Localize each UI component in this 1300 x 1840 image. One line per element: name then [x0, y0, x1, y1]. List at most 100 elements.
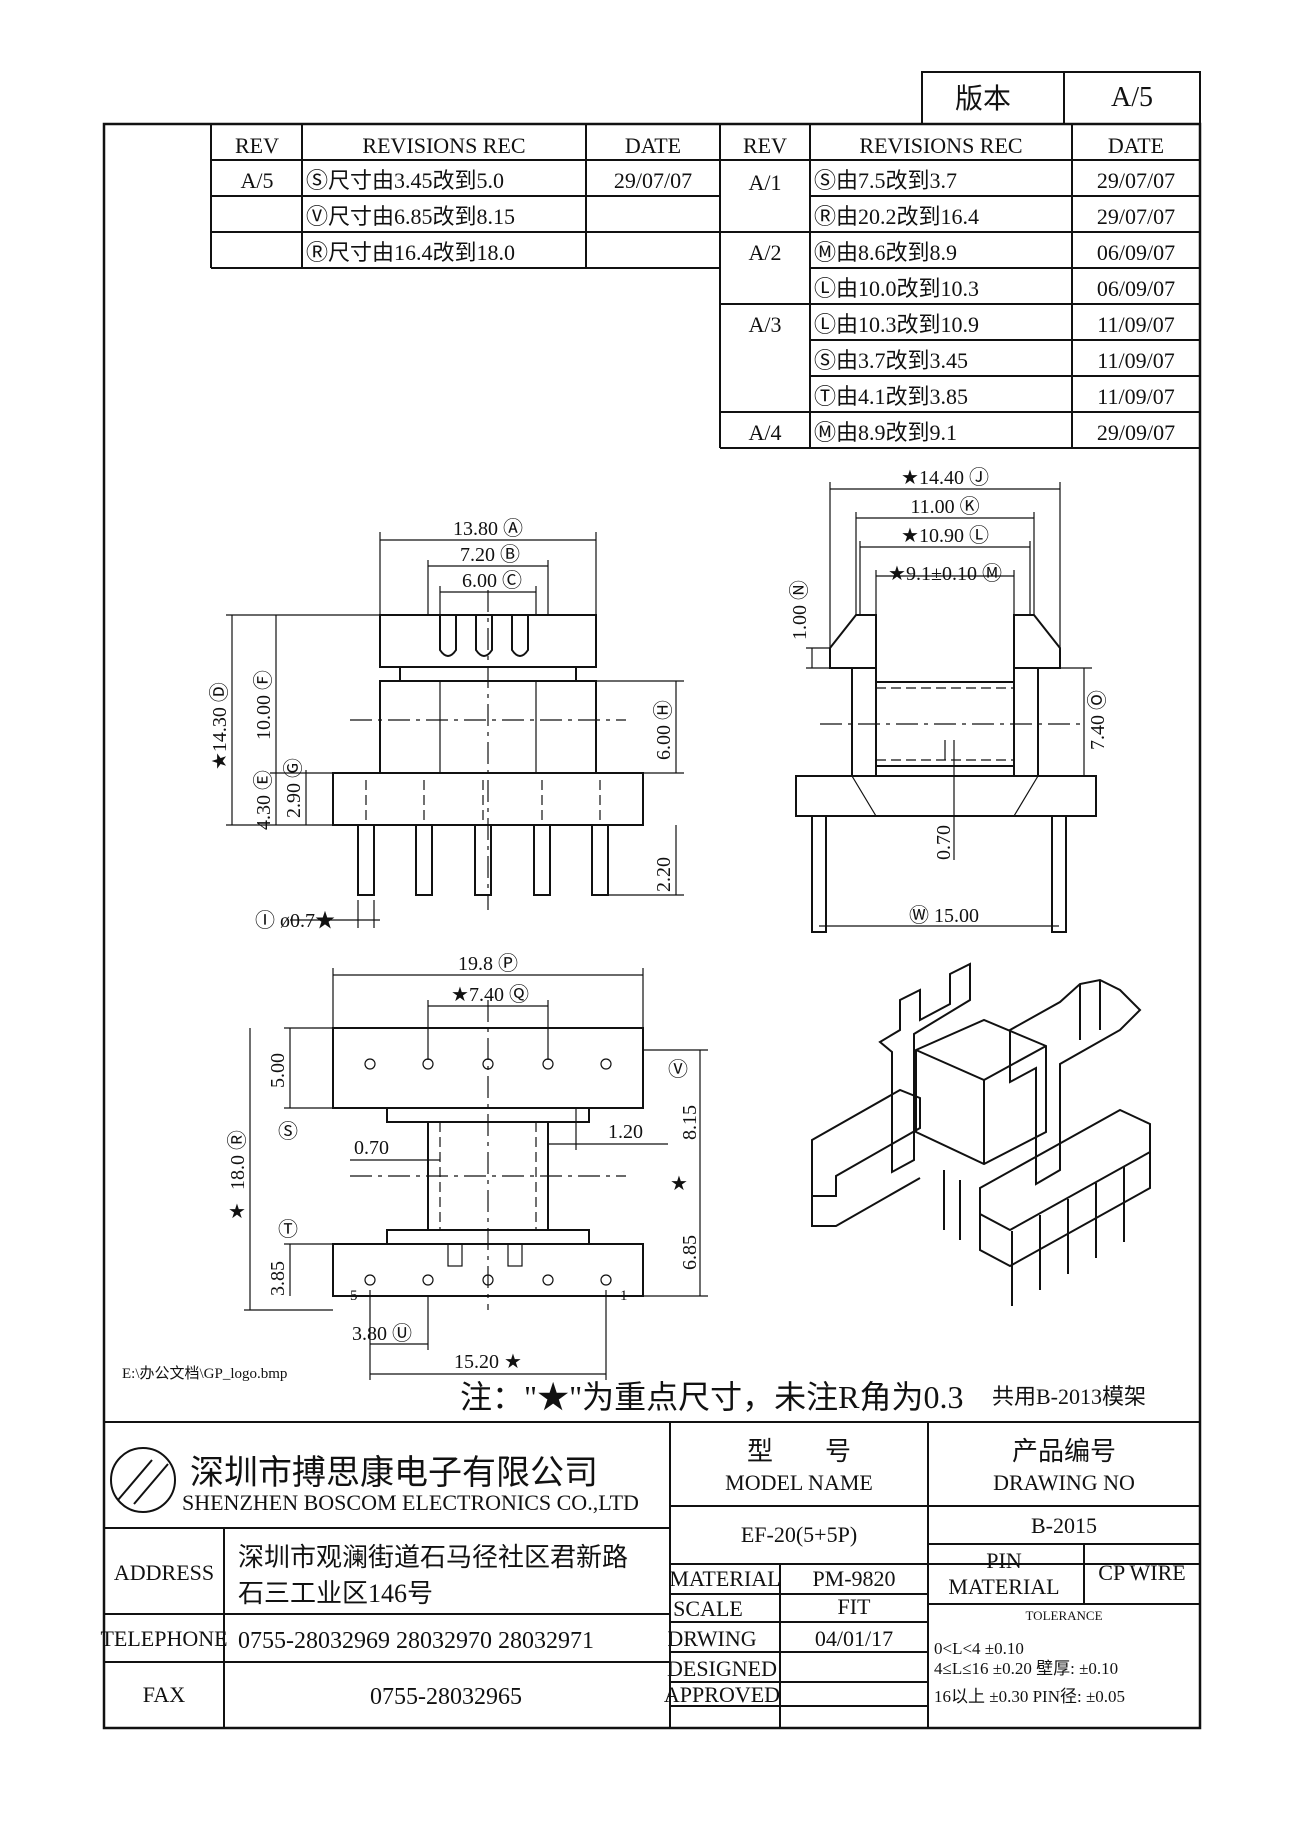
date-header: DATE — [1108, 133, 1164, 158]
title-block: 深圳市搏思康电子有限公司 SHENZHEN BOSCOM ELECTRONICS… — [100, 1422, 1200, 1728]
dim-j: ★14.40 Ⓙ — [901, 466, 989, 489]
rev-cell: A/5 — [241, 168, 274, 193]
dim-f: 10.00 Ⓕ — [252, 670, 275, 740]
dim-e: 4.30 Ⓔ — [252, 770, 275, 830]
pin-material-label1: PIN — [986, 1548, 1022, 1573]
telephone-label: TELEPHONE — [100, 1626, 227, 1651]
rec-cell: Ⓢ由7.5改到3.7 — [814, 168, 957, 193]
approved-label: APPROVED — [664, 1682, 780, 1707]
dim-r: 18.0 Ⓡ — [226, 1130, 249, 1190]
rev-cell: A/1 — [749, 170, 782, 195]
rev-cell: A/2 — [749, 240, 782, 265]
side-view: ★14.40 Ⓙ 11.00 Ⓚ ★10.90 Ⓛ ★9.1±0.10 Ⓜ 1.… — [788, 466, 1109, 933]
dim-q: ★7.40 Ⓠ — [451, 983, 529, 1006]
date-cell: 29/07/07 — [1097, 204, 1175, 229]
drawing-label-cn: 产品编号 — [1012, 1437, 1116, 1466]
dim-120: 1.20 — [608, 1121, 643, 1143]
fax-value: 0755-28032965 — [370, 1684, 522, 1710]
front-view: 13.80 Ⓐ 7.20 Ⓑ 6.00 Ⓒ ★14.30 Ⓓ 10.00 Ⓕ 4… — [208, 517, 684, 932]
rev-header: REV — [743, 133, 787, 158]
dim-m: ★9.1±0.10 Ⓜ — [888, 562, 1002, 585]
top-star: ★ — [228, 1201, 246, 1223]
rev-cell: A/3 — [749, 312, 782, 337]
dim-685: 6.85 — [679, 1235, 701, 1270]
rec-cell: Ⓣ由4.1改到3.85 — [814, 384, 968, 409]
rec-header: REVISIONS REC — [859, 133, 1022, 158]
designed-label: DESIGNED — [667, 1656, 777, 1681]
tolerance-row2: 4≤L≤16 ±0.20 壁厚: ±0.10 — [934, 1659, 1118, 1678]
date-cell: 11/09/07 — [1097, 312, 1174, 337]
dim-t: Ⓣ — [278, 1218, 298, 1241]
dim-815: 8.15 — [679, 1105, 701, 1140]
telephone-value: 0755-28032969 28032970 28032971 — [238, 1628, 594, 1654]
dim-u: 3.80 Ⓤ — [352, 1322, 412, 1345]
date-cell: 29/09/07 — [1097, 420, 1175, 445]
pin-1-label: 1 — [620, 1288, 628, 1304]
drwing-value: 04/01/17 — [815, 1626, 893, 1651]
dim-h: 6.00 Ⓗ — [652, 700, 675, 760]
dim-pin: 2.20 — [653, 857, 675, 892]
rec-cell: Ⓜ由8.9改到9.1 — [814, 420, 957, 445]
dim-g: 2.90 Ⓖ — [282, 758, 305, 818]
dim-l: ★10.90 Ⓛ — [901, 524, 989, 547]
dim-070-top: 0.70 — [354, 1137, 389, 1159]
revision-table-right: REV REVISIONS REC DATE A/1 Ⓢ由7.5改到3.7 29… — [719, 124, 1200, 449]
drawing-label-en: DRAWING NO — [993, 1470, 1135, 1495]
address-line1: 深圳市观澜街道石马径社区君新路 — [238, 1543, 628, 1572]
company-logo — [110, 1447, 176, 1513]
rec-header: REVISIONS REC — [362, 133, 525, 158]
rev-cell: A/4 — [749, 420, 782, 445]
dim-385: 3.85 — [267, 1261, 289, 1296]
scale-label: SCALE — [673, 1596, 743, 1621]
material-value: PM-9820 — [812, 1566, 895, 1591]
rec-cell: Ⓡ由20.2改到16.4 — [814, 204, 979, 229]
address-label: ADDRESS — [114, 1560, 214, 1585]
dim-c: 6.00 Ⓒ — [462, 569, 522, 592]
rec-cell: Ⓥ尺寸由6.85改到8.15 — [306, 204, 515, 229]
rec-cell: Ⓜ由8.6改到8.9 — [814, 240, 957, 265]
note-text: 注："★"为重点尺寸，未注R角为0.3 — [460, 1379, 963, 1415]
shared-frame-text: 共用B-2013模架 — [992, 1384, 1146, 1409]
drawing-value: B-2015 — [1031, 1513, 1097, 1538]
material-label: MATERIAL — [669, 1566, 780, 1591]
date-cell: 29/07/07 — [614, 168, 692, 193]
front-pins — [357, 780, 609, 896]
top-star-right: ★ — [670, 1173, 688, 1195]
dim-p: 19.8 Ⓟ — [458, 952, 518, 975]
sheet-border — [102, 122, 1202, 1730]
dim-070-side: 0.70 — [933, 825, 955, 860]
dim-500: 5.00 — [267, 1053, 289, 1088]
rec-cell: Ⓡ尺寸由16.4改到18.0 — [306, 240, 515, 265]
model-label-en: MODEL NAME — [725, 1470, 873, 1495]
dim-o: 7.40 Ⓞ — [1086, 690, 1109, 750]
date-header: DATE — [625, 133, 681, 158]
model-value: EF-20(5+5P) — [741, 1522, 857, 1547]
dim-v: Ⓥ — [668, 1058, 688, 1081]
dim-n: 1.00 Ⓝ — [788, 580, 811, 640]
pin-5-label: 5 — [350, 1288, 358, 1304]
dim-k: 11.00 Ⓚ — [910, 495, 979, 518]
pin-material-label2: MATERIAL — [948, 1574, 1059, 1599]
dim-s: Ⓢ — [278, 1120, 298, 1143]
date-cell: 06/09/07 — [1097, 276, 1175, 301]
model-label-cn: 型 号 — [747, 1437, 851, 1466]
scale-value: FIT — [838, 1594, 872, 1619]
top-view: 5 1 19.8 Ⓟ ★7.40 Ⓠ 5.00 Ⓢ 18.0 Ⓡ ★ 3.85 … — [226, 952, 708, 1380]
revision-table-left: REV REVISIONS REC DATE A/5 Ⓢ尺寸由3.45改到5.0… — [210, 124, 720, 269]
pin-material-value: CP WIRE — [1098, 1560, 1185, 1585]
date-cell: 11/09/07 — [1097, 384, 1174, 409]
rec-cell: Ⓛ由10.0改到10.3 — [814, 276, 979, 301]
dim-a: 13.80 Ⓐ — [453, 517, 523, 540]
date-cell: 11/09/07 — [1097, 348, 1174, 373]
dim-1520: 15.20 ★ — [454, 1351, 522, 1373]
fax-label: FAX — [143, 1682, 185, 1707]
drwing-label: DRWING — [667, 1626, 756, 1651]
rev-header: REV — [235, 133, 279, 158]
dim-b: 7.20 Ⓑ — [460, 543, 520, 566]
rec-cell: Ⓢ尺寸由3.45改到5.0 — [306, 168, 504, 193]
version-label: 版本 — [955, 83, 1011, 115]
dim-i: Ⓘ ø0.7★ — [255, 909, 335, 932]
isometric-view — [811, 962, 1151, 1306]
version-box: 版本 A/5 — [921, 71, 1201, 125]
